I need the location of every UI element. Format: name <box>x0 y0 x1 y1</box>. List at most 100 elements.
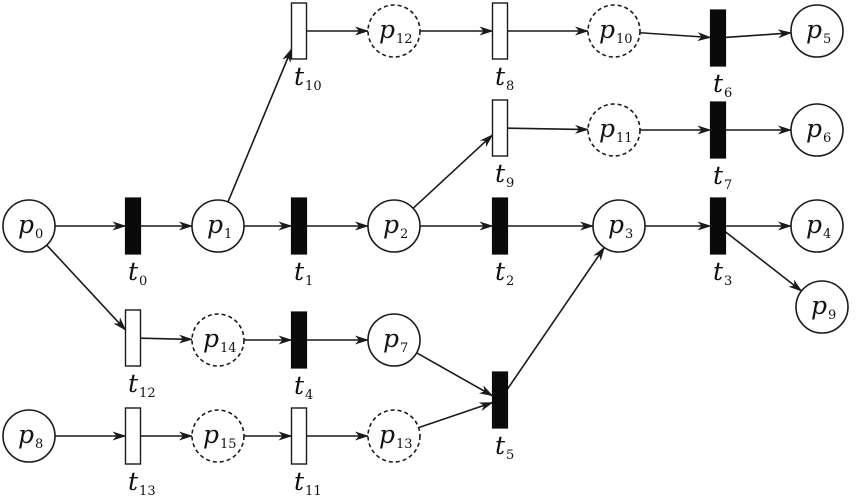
label-p12-subscript: 12 <box>396 32 413 47</box>
label-p6: p6 <box>806 114 831 146</box>
arc-t3-to-p9 <box>725 231 803 292</box>
label-p3-subscript: 3 <box>625 227 633 242</box>
label-p0: p0 <box>18 210 43 242</box>
transition-t1 <box>290 197 308 255</box>
place-p9 <box>795 280 849 334</box>
place-p4 <box>790 199 844 253</box>
place-p12 <box>367 4 421 58</box>
label-t1-letter: t <box>294 257 305 286</box>
arc-t9-to-p11 <box>507 124 590 134</box>
label-t7-letter: t <box>713 161 724 190</box>
label-t5-letter: t <box>495 431 506 460</box>
label-p7-letter: p <box>383 324 399 353</box>
label-p15: p15 <box>203 420 237 452</box>
label-t3: t3 <box>713 257 732 289</box>
label-p11-subscript: 11 <box>616 131 633 146</box>
label-p3-letter: p <box>608 210 624 239</box>
label-p5-letter: p <box>806 15 822 44</box>
label-t13-subscript: 13 <box>139 484 156 496</box>
label-t0: t0 <box>128 257 147 289</box>
label-t7-subscript: 7 <box>724 178 732 193</box>
label-t0-subscript: 0 <box>139 274 147 289</box>
transition-t4 <box>290 311 308 369</box>
place-p11 <box>587 103 641 157</box>
arcs-layer <box>46 26 803 441</box>
label-t12-letter: t <box>128 369 139 398</box>
label-p0-letter: p <box>18 210 34 239</box>
label-t12-subscript: 12 <box>139 386 156 401</box>
label-p5: p5 <box>806 15 831 47</box>
label-p4: p4 <box>806 210 831 242</box>
arc-p10-to-t6 <box>639 31 712 42</box>
label-p5-subscript: 5 <box>823 32 831 47</box>
label-p4-letter: p <box>806 210 822 239</box>
label-t10-letter: t <box>294 62 305 91</box>
label-t4: t4 <box>294 371 313 403</box>
label-t0-letter: t <box>128 257 139 286</box>
label-t1-subscript: 1 <box>305 274 313 289</box>
place-p2 <box>367 199 421 253</box>
arc-t5-to-p3 <box>506 246 605 390</box>
label-p3: p3 <box>608 210 633 242</box>
label-t9-letter: t <box>495 159 506 188</box>
arc-p1-to-t10 <box>227 48 293 203</box>
label-t8: t8 <box>495 62 514 94</box>
label-t2: t2 <box>495 257 514 289</box>
label-p2-letter: p <box>383 210 399 239</box>
label-p1-letter: p <box>207 210 223 239</box>
label-t9: t9 <box>495 159 514 191</box>
transition-t5 <box>491 371 509 429</box>
place-p7 <box>367 313 421 367</box>
label-p10-letter: p <box>599 15 615 44</box>
label-p12: p12 <box>379 15 413 47</box>
transition-t7 <box>709 101 727 159</box>
label-p10-subscript: 10 <box>616 32 633 47</box>
label-p2-subscript: 2 <box>400 227 408 242</box>
label-p11-letter: p <box>599 114 615 143</box>
label-t3-letter: t <box>713 257 724 286</box>
label-t4-letter: t <box>294 371 305 400</box>
label-t11: t11 <box>294 467 322 496</box>
place-p13 <box>367 409 421 463</box>
label-p7: p7 <box>383 324 408 356</box>
label-p8-letter: p <box>18 420 34 449</box>
arc-p7-to-t5 <box>416 352 494 397</box>
transition-t12 <box>124 309 142 367</box>
label-p9-letter: p <box>811 291 827 320</box>
transition-t3 <box>709 197 727 255</box>
place-p1 <box>191 199 245 253</box>
label-p4-subscript: 4 <box>823 227 831 242</box>
label-p6-subscript: 6 <box>823 131 831 146</box>
transition-t8 <box>491 2 509 60</box>
label-t7: t7 <box>713 161 732 193</box>
place-p5 <box>790 4 844 58</box>
place-p3 <box>592 199 646 253</box>
label-p9-subscript: 9 <box>828 308 836 323</box>
arc-p0-to-t12 <box>46 244 127 331</box>
label-p0-subscript: 0 <box>35 227 43 242</box>
label-p10: p10 <box>599 15 633 47</box>
label-t10: t10 <box>294 62 322 94</box>
label-p2: p2 <box>383 210 408 242</box>
nodes-layer <box>2 2 849 465</box>
label-t11-subscript: 11 <box>305 484 322 496</box>
place-p6 <box>790 103 844 157</box>
place-p14 <box>191 313 245 367</box>
label-t6-letter: t <box>713 69 724 98</box>
label-p12-letter: p <box>379 15 395 44</box>
label-t2-subscript: 2 <box>506 274 514 289</box>
label-t4-subscript: 4 <box>305 388 313 403</box>
transition-t2 <box>491 197 509 255</box>
label-p15-letter: p <box>203 420 219 449</box>
transition-t9 <box>491 99 509 157</box>
transition-t6 <box>709 9 727 67</box>
label-t8-letter: t <box>495 62 506 91</box>
label-t2-letter: t <box>495 257 506 286</box>
label-p1: p1 <box>207 210 232 242</box>
label-t3-subscript: 3 <box>724 274 732 289</box>
arc-t12-to-p14 <box>140 334 194 344</box>
place-p15 <box>191 409 245 463</box>
label-t5-subscript: 5 <box>506 448 514 463</box>
